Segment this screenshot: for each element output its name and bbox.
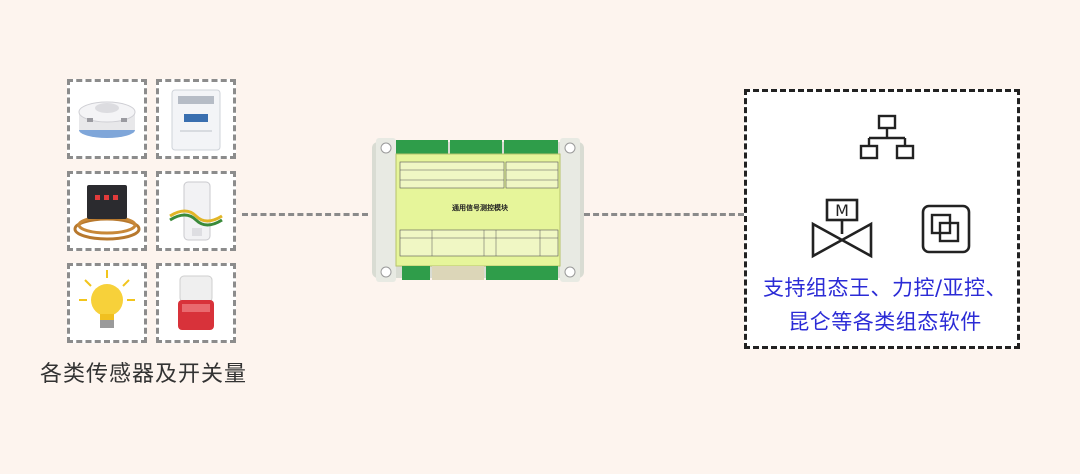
software-panel: M 支持组态王、力控/亚控、 昆仑等各类组态软件 xyxy=(744,89,1020,349)
svg-text:M: M xyxy=(835,201,849,220)
cell-light-bulb xyxy=(67,263,147,343)
software-text-line2: 昆仑等各类组态软件 xyxy=(788,310,982,334)
water-leak-sensor-icon xyxy=(73,185,141,241)
cell-door-magnetic-sensor xyxy=(156,171,236,251)
overlapping-squares-icon xyxy=(921,204,971,254)
signal-module-board xyxy=(372,138,584,282)
smoke-detector-icon xyxy=(78,101,136,138)
software-text-line1: 支持组态王、力控/亚控、 xyxy=(762,276,1008,300)
cell-alarm-siren xyxy=(156,263,236,343)
alarm-siren-icon xyxy=(178,275,214,330)
temperature-humidity-sensor-icon xyxy=(171,89,221,151)
cell-temperature-humidity-sensor xyxy=(156,79,236,159)
module-label: 通用信号测控模块 xyxy=(452,204,508,212)
light-bulb-icon xyxy=(79,270,135,328)
cell-smoke-detector xyxy=(67,79,147,159)
door-sensor-icon xyxy=(169,181,223,241)
motor-valve-icon: M xyxy=(811,198,873,259)
network-hierarchy-icon xyxy=(859,114,915,160)
connector-right xyxy=(584,213,744,216)
connector-left xyxy=(242,213,368,216)
cell-water-leak-sensor xyxy=(67,171,147,251)
sensor-caption: 各类传感器及开关量 xyxy=(40,362,248,387)
